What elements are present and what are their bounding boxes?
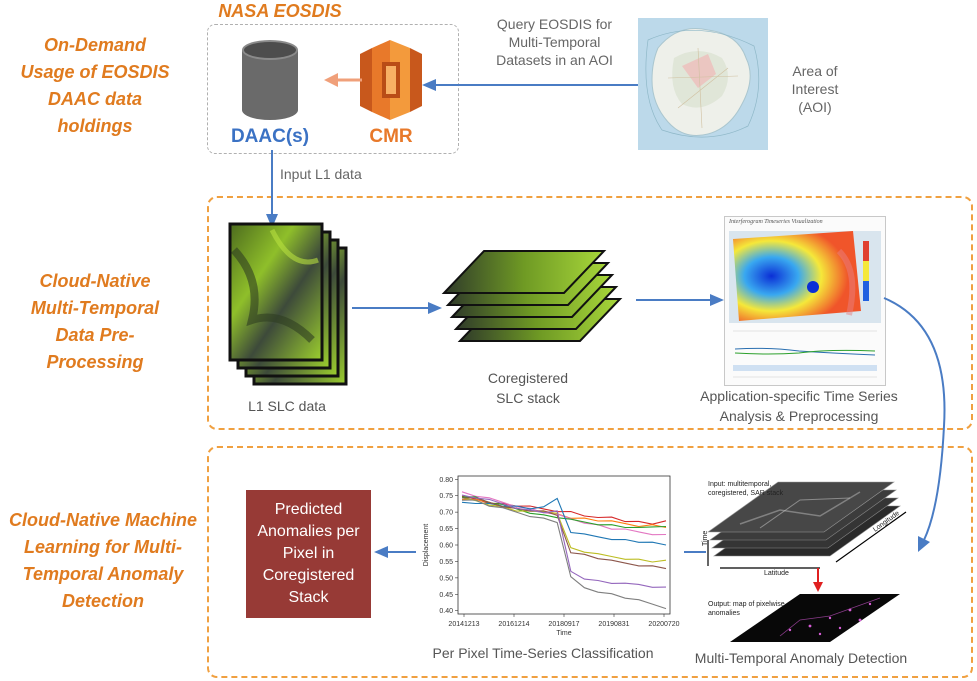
header-title: NASA EOSDIS	[218, 1, 342, 21]
analysis-timeseries	[733, 330, 877, 378]
input-note: Input: multitemporal, coregistered, SAR …	[708, 481, 784, 497]
axis-latitude-label: Latitude	[764, 570, 789, 577]
analysis-caption: Application-specific Time Series Analysi…	[700, 388, 898, 424]
l1-to-stack-arrow	[352, 302, 442, 314]
input-l1-arrow	[266, 150, 278, 228]
x-tick-label: 20180917	[548, 621, 579, 628]
query-arrow	[422, 79, 638, 91]
x-tick-label: 20190831	[598, 621, 629, 628]
query-text: Query EOSDIS for Multi-Temporal Datasets…	[496, 16, 613, 68]
stage-label-machine-learning: Cloud-Native Machine Learning for Multi-…	[8, 510, 198, 611]
daac-cylinder-icon	[242, 40, 298, 120]
axis-time-label: Time	[702, 530, 709, 546]
series-line	[461, 497, 667, 563]
l1-slc-stack	[228, 222, 348, 386]
input-l1-text: Input L1 data	[280, 166, 362, 182]
cmr-label: CMR	[369, 126, 413, 147]
y-tick-label: 0.75	[439, 493, 453, 500]
stage-label-on-demand: On-Demand Usage of EOSDIS DAAC data hold…	[20, 35, 170, 136]
aoi-text: Area of Interest (AOI)	[791, 63, 839, 115]
y-tick-label: 0.70	[439, 510, 453, 517]
series-line	[461, 496, 667, 529]
chart-to-prediction-arrow	[374, 546, 416, 558]
y-tick-label: 0.80	[439, 477, 453, 484]
detection-stack	[707, 481, 907, 642]
cmr-icon	[360, 40, 422, 120]
l1-caption: L1 SLC data	[248, 398, 326, 414]
detection-to-chart-arrow	[684, 551, 706, 553]
coregistered-stack	[441, 250, 623, 342]
stack-caption: Coregistered SLC stack	[487, 370, 569, 406]
output-note: Output: map of pixelwise anomalies	[708, 601, 785, 617]
y-tick-label: 0.55	[439, 559, 453, 566]
analysis-to-detection-arrow	[883, 297, 946, 552]
y-tick-label: 0.65	[439, 526, 453, 533]
x-tick-label: 20200720	[648, 621, 679, 628]
y-tick-label: 0.40	[439, 608, 453, 615]
y-tick-label: 0.60	[439, 543, 453, 550]
series-line	[461, 494, 667, 588]
screen-title: Interferogram Timeseries Visualization	[729, 219, 823, 225]
daac-label: DAAC(s)	[230, 126, 310, 147]
x-tick-label: 20161214	[498, 621, 529, 628]
ml-box	[207, 446, 973, 678]
prediction-box: Predicted Anomalies per Pixel in Coregis…	[246, 490, 371, 618]
chart-plot-area	[457, 475, 671, 615]
series-line	[461, 497, 667, 570]
series-line	[461, 499, 667, 610]
time-series-chart: 0.80 0.75 0.70 0.65 0.60 0.55 0.50 0.45 0.40 2014…	[423, 475, 680, 637]
y-tick-label: 0.45	[439, 592, 453, 599]
analysis-map	[729, 231, 881, 323]
detection-caption: Multi-Temporal Anomaly Detection	[694, 650, 908, 666]
x-tick-label: 20141213	[448, 621, 479, 628]
y-tick-label: 0.50	[439, 575, 453, 582]
prediction-text: Predicted Anomalies per Pixel in Coregis…	[257, 501, 360, 606]
stack-to-analysis-arrow	[636, 294, 724, 306]
cmr-to-daac-arrow	[324, 73, 362, 87]
eosdis-box	[207, 24, 459, 154]
classification-caption: Per Pixel Time-Series Classification	[432, 645, 654, 661]
preprocessing-box	[207, 196, 973, 430]
y-axis-label: Displacement	[423, 524, 430, 566]
stage-label-preprocessing: Cloud-Native Multi-Temporal Data Pre-Pro…	[30, 271, 160, 372]
analysis-screenshot: Interferogram Timeseries Visualization	[724, 216, 886, 386]
aoi-map	[638, 18, 768, 150]
x-axis-label: Time	[556, 630, 571, 637]
